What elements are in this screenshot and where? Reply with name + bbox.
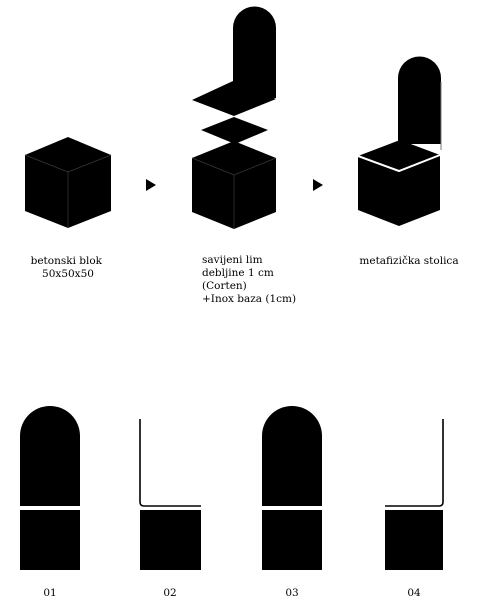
- variant-03-side-view: [262, 406, 322, 570]
- concrete-block-cube: [24, 137, 112, 228]
- corten-backrest: [233, 6, 276, 99]
- arrow-right-icon: [313, 179, 323, 191]
- exploded-assembly: [191, 6, 277, 229]
- variant-04-side-view: [385, 419, 444, 570]
- metaphysical-chair: [357, 56, 442, 226]
- step-1-caption: betonski blok 50x50x50: [31, 255, 106, 280]
- arrow-right-icon: [146, 179, 156, 191]
- variant-label-02: 02: [163, 587, 176, 599]
- variant-02-side-view: [139, 419, 201, 570]
- assembly-cube: [191, 141, 277, 229]
- chair-backrest: [398, 56, 441, 144]
- corten-seat-sheet: [192, 81, 276, 116]
- step-2-caption: savijeni lim debljine 1 cm (Corten) +Ino…: [202, 254, 296, 305]
- variant-label-01: 01: [43, 587, 56, 599]
- step-3-caption: metafizička stolica: [359, 254, 458, 267]
- variant-label-03: 03: [285, 587, 298, 599]
- variant-label-04: 04: [407, 587, 421, 599]
- inox-base-plate: [201, 117, 268, 144]
- chair-seat-edge: [357, 154, 441, 173]
- variant-01-side-view: [20, 406, 80, 570]
